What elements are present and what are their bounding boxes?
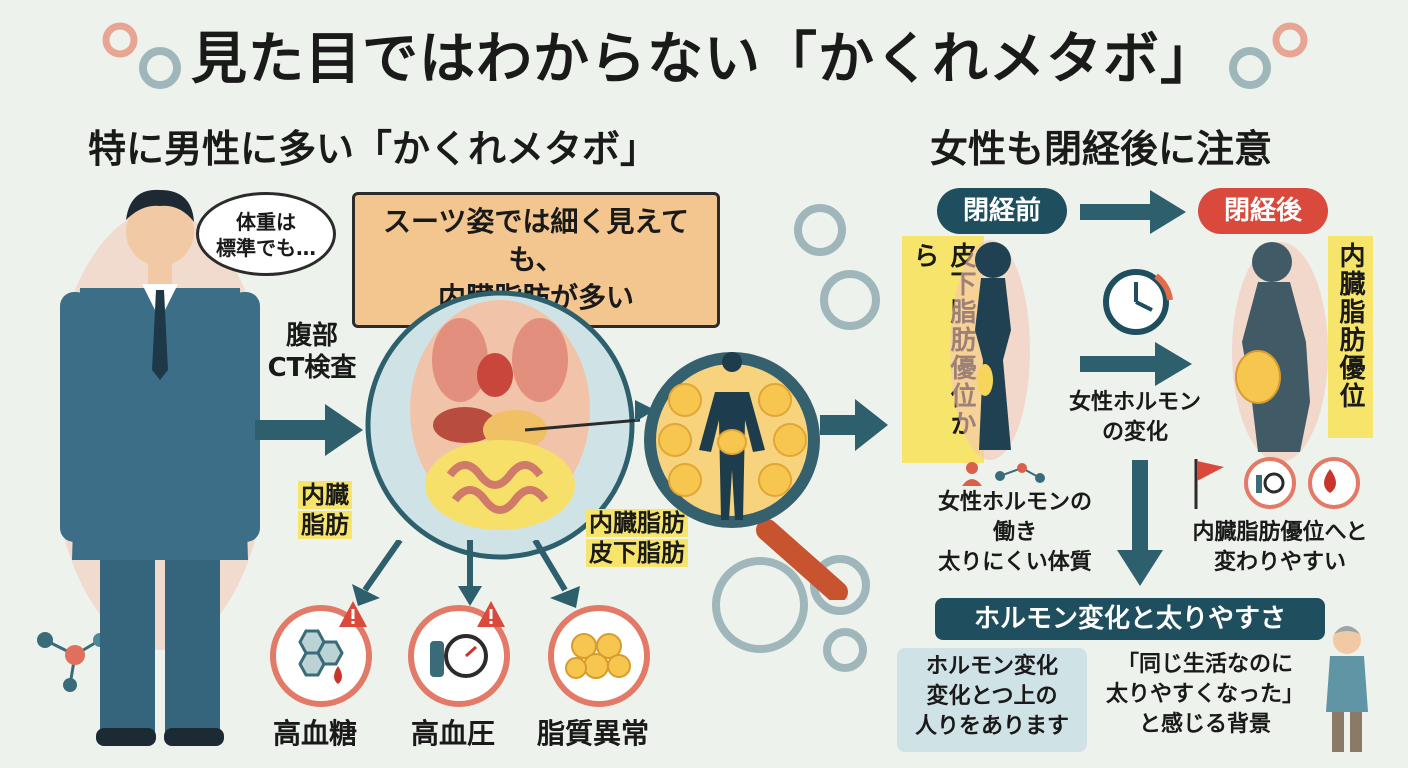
warning-icon — [477, 601, 505, 627]
risk-icons-row — [1194, 457, 1360, 509]
ct-scan-label: 腹部 CT検査 — [262, 320, 362, 384]
magnifier-fat-illustration — [524, 352, 848, 600]
box-right-line: 「同じ生活なのに — [1116, 652, 1293, 677]
molecule-icon — [37, 632, 107, 692]
blood-drop-icon — [1308, 457, 1360, 509]
box-left-line: ホルモン変化 — [925, 654, 1058, 679]
hormone-banner: ホルモン変化と太りやすさ — [935, 598, 1325, 640]
callout-line: スーツ姿では細く見えても、 — [382, 205, 690, 276]
gear-icon — [820, 270, 880, 330]
hormone-work-line: 働き — [992, 520, 1037, 545]
risk-label: 脂質異常 — [536, 717, 649, 750]
box-left-line: 変化とつ上の — [926, 684, 1058, 709]
left-subtitle: 特に男性に多い「かくれメタボ」 — [88, 127, 659, 171]
clock-icon — [1103, 269, 1173, 335]
fat-type-line: 皮下脂肪 — [586, 539, 688, 567]
arrow-down-icon — [1117, 460, 1163, 586]
hormone-work-line: 女性ホルモンの — [937, 490, 1092, 515]
visceral-shift-text: 内臓脂肪優位へと 変わりやすい — [1170, 518, 1390, 578]
gear-icon — [139, 47, 181, 89]
fat-cells-icon — [565, 633, 631, 679]
warning-icon — [339, 601, 367, 627]
risk-label: 高血糖 — [272, 717, 357, 750]
arrow-right-icon — [1080, 342, 1192, 386]
gear-icon — [794, 204, 846, 256]
risk-arrows — [352, 540, 580, 608]
hormone-work-text: 女性ホルモンの 働き 太りにくい体質 — [920, 488, 1110, 578]
gear-icon — [712, 557, 808, 653]
box-right-line: と感じる背景 — [1138, 712, 1271, 737]
flag-icon — [1194, 459, 1224, 509]
arrow-right-icon — [255, 404, 363, 456]
torso-organs-illustration — [365, 290, 635, 560]
right-subtitle: 女性も閉経後に注意 — [930, 127, 1273, 171]
woman-before-silhouette — [950, 240, 1030, 460]
after-menopause-pill: 閉経後 — [1198, 188, 1328, 234]
fat-types-label: 内臓脂肪 皮下脂肪 — [586, 508, 716, 568]
page-title: 見た目ではわからない「かくれメタボ」 — [191, 27, 1217, 92]
arrow-right-icon — [820, 399, 888, 451]
visceral-fat-label: 内臓 脂肪 — [290, 480, 360, 540]
gear-icon — [1272, 22, 1308, 58]
visceral-label-line: 脂肪 — [298, 511, 352, 539]
hormone-change-line: の変化 — [1101, 420, 1168, 445]
ct-label-line: CT検査 — [267, 353, 357, 383]
blood-pressure-icon — [1244, 457, 1296, 509]
risk-label: 高血圧 — [410, 717, 495, 750]
fat-type-line: 内臓脂肪 — [586, 509, 688, 537]
visceral-label-line: 内臓 — [298, 481, 352, 509]
hormone-work-line: 太りにくい体質 — [938, 550, 1092, 575]
hormone-box-right: 「同じ生活なのに 太りやすくなった」 と感じる背景 — [1095, 650, 1315, 740]
speech-bubble: 体重は 標準でも… — [196, 192, 336, 276]
gear-icon — [823, 628, 867, 672]
risk-icon-circle — [408, 605, 510, 707]
woman-after-silhouette — [1232, 242, 1328, 462]
box-left-line: 人りをあります — [914, 714, 1069, 739]
gear-icon — [102, 22, 138, 58]
elderly-woman-figure — [1326, 626, 1368, 752]
arrow-right-icon — [1080, 190, 1186, 234]
hormone-change-line: 女性ホルモン — [1068, 390, 1201, 415]
hormone-box-left: ホルモン変化 変化とつ上の 人りをあります — [897, 648, 1087, 752]
risk-icon-circle — [548, 605, 650, 707]
people-network-icon — [962, 462, 1045, 486]
blood-pressure-icon — [430, 634, 488, 678]
shift-line: 変わりやすい — [1213, 550, 1346, 575]
before-menopause-pill: 閉経前 — [937, 188, 1067, 234]
man-in-suit-figure — [60, 189, 260, 746]
gear-icon — [1229, 47, 1271, 89]
speech-line: 体重は — [236, 210, 296, 234]
honeycomb-drop-icon — [298, 629, 344, 684]
hormone-change-label: 女性ホルモン の変化 — [1060, 388, 1210, 448]
ct-label-line: 腹部 — [285, 321, 338, 351]
box-right-line: 太りやすくなった」 — [1105, 682, 1304, 707]
after-fat-vertical-label: 内臓脂肪優位 — [1328, 236, 1373, 438]
speech-line: 標準でも… — [216, 236, 316, 260]
shift-line: 内臓脂肪優位へと — [1192, 520, 1368, 545]
